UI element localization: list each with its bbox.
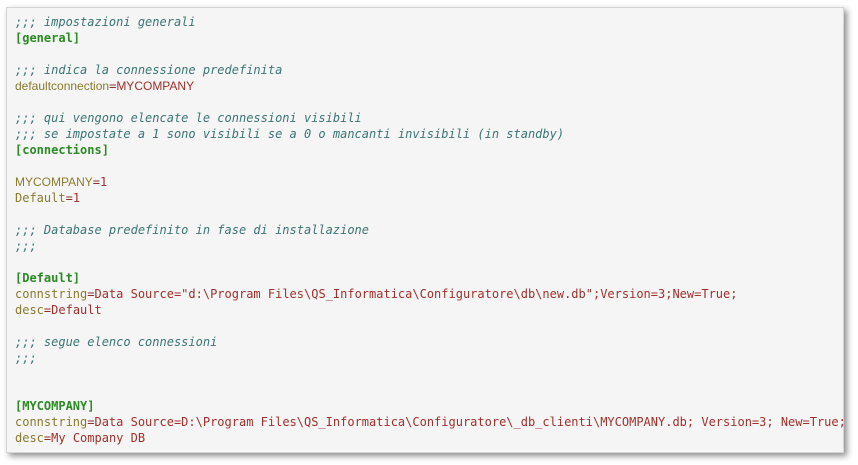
value-text: Default [51,303,102,317]
code-line: [general] [15,30,843,46]
code-line: ;;; Database predefinito in fase di inst… [15,222,843,238]
section-header: [Default] [15,271,81,285]
code-line: connstring=Data Source=D:\Program Files\… [15,414,843,430]
blank-line [15,158,843,174]
equals-sign: = [87,287,95,301]
blank-line [15,46,843,62]
code-line: ;;; segue elenco connessioni [15,334,843,350]
key-text: connstring [15,415,88,429]
key-text: Default [15,191,66,205]
code-line: Default=1 [15,190,843,206]
value-text: My Company DB [51,431,146,445]
comment-text: ;;; [15,239,37,253]
comment-text: ;;; [15,351,37,365]
ini-code-block: ;;; impostazioni generali [general] ;;; … [6,7,844,453]
comment-text: ;;; se impostate a 1 sono visibili se a … [15,127,565,141]
code-line: ;;; [15,350,843,366]
code-line: ;;; indica la connessione predefinita [15,62,843,78]
value-text: MYCOMPANY [116,79,195,93]
section-header: [connections] [15,143,109,157]
code-line: desc=Default [15,302,843,318]
equals-sign: = [92,175,101,189]
code-line: ;;; impostazioni generali [15,14,843,30]
equals-sign: = [109,79,117,93]
key-text: defaultconnection [15,79,110,93]
section-header: [MYCOMPANY] [15,399,95,413]
key-text: MYCOMPANY [15,175,93,189]
blank-line [15,254,843,270]
equals-sign: = [43,431,52,445]
comment-text: ;;; segue elenco connessioni [15,335,218,349]
blank-line [15,94,843,110]
key-text: connstring [15,287,88,301]
code-line: [MYCOMPANY] [15,398,843,414]
code-line: connstring=Data Source="d:\Program Files… [15,286,843,302]
comment-text: ;;; qui vengono elencate le connessioni … [15,111,362,125]
key-text: desc [15,431,44,445]
equals-sign: = [87,415,95,429]
key-text: desc [15,303,44,317]
blank-line [15,206,843,222]
code-line: desc=My Company DB [15,430,843,446]
code-line: ;;; se impostate a 1 sono visibili se a … [15,126,843,142]
code-line: [connections] [15,142,843,158]
code-line: ;;; qui vengono elencate le connessioni … [15,110,843,126]
value-text: 1 [72,191,81,205]
code-line: MYCOMPANY=1 [15,174,843,190]
comment-text: ;;; indica la connessione predefinita [15,63,283,77]
blank-line [15,366,843,382]
value-text: Data Source=D:\Program Files\QS_Informat… [94,415,844,429]
comment-text: ;;; impostazioni generali [15,15,196,29]
blank-line [15,318,843,334]
code-line: defaultconnection=MYCOMPANY [15,78,843,94]
value-text: 1 [100,175,108,189]
value-text: Data Source="d:\Program Files\QS_Informa… [94,287,738,301]
code-line: ;;; [15,238,843,254]
blank-line [15,382,843,398]
comment-text: ;;; Database predefinito in fase di inst… [15,223,370,237]
section-header: [general] [15,31,81,45]
code-line: [Default] [15,270,843,286]
equals-sign: = [43,303,52,317]
equals-sign: = [65,191,73,205]
